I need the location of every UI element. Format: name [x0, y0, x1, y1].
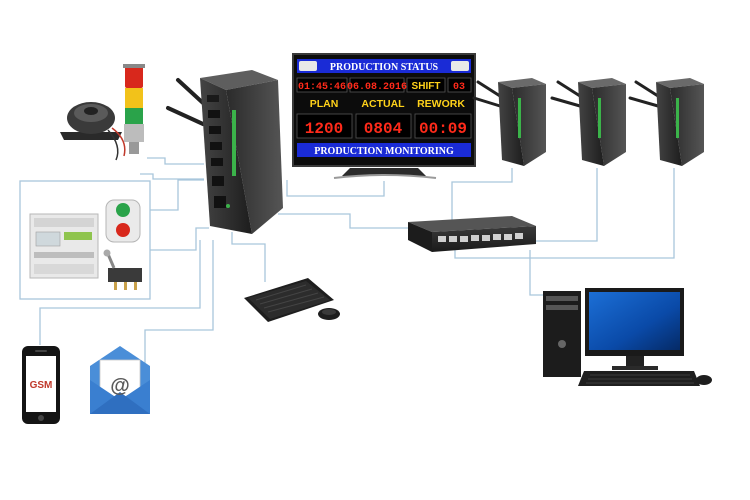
- gsm-phone-icon: GSM: [22, 346, 60, 424]
- display-time: 01:45:46: [298, 82, 346, 93]
- buzzer-icon: [60, 102, 126, 161]
- display-plan-value: 1200: [305, 120, 343, 138]
- display-title: PRODUCTION STATUS: [330, 62, 439, 73]
- display-footer-bar: [297, 143, 471, 157]
- display-date: 06.08.2016: [347, 82, 407, 93]
- tower-light-icon: [123, 64, 145, 154]
- display-shift-label: SHIFT: [412, 81, 441, 92]
- display-footer: PRODUCTION MONITORING: [314, 146, 454, 157]
- keyboard-mouse-icon: [244, 278, 340, 322]
- remote-industrial-pc-1-icon: [472, 78, 546, 166]
- display-plan-label: PLAN: [310, 98, 339, 110]
- display-title-bar: [297, 59, 471, 73]
- display-actual-label: ACTUAL: [361, 98, 405, 110]
- network-switch-icon: [408, 216, 536, 252]
- gsm-label: GSM: [30, 380, 53, 391]
- display-rework-label: REWORK: [417, 98, 465, 110]
- display-shift-value: 03: [453, 82, 465, 93]
- display-actual-value: 0804: [364, 120, 403, 138]
- main-industrial-pc-icon: [166, 70, 283, 234]
- remote-industrial-pc-3-icon: [628, 78, 704, 166]
- remote-industrial-pc-2-icon: [550, 78, 626, 166]
- plc-module-icon: [29, 213, 99, 279]
- email-at-symbol: @: [110, 375, 130, 397]
- push-button-station-icon: [105, 199, 141, 243]
- limit-switch-icon: [103, 249, 142, 290]
- production-display-monitor: PRODUCTION STATUS 01:45:46 06.08.2016 SH…: [292, 53, 476, 179]
- display-rework-value: 00:09: [419, 120, 467, 138]
- desktop-computer-icon: [543, 288, 712, 386]
- email-envelope-icon: @: [90, 346, 150, 414]
